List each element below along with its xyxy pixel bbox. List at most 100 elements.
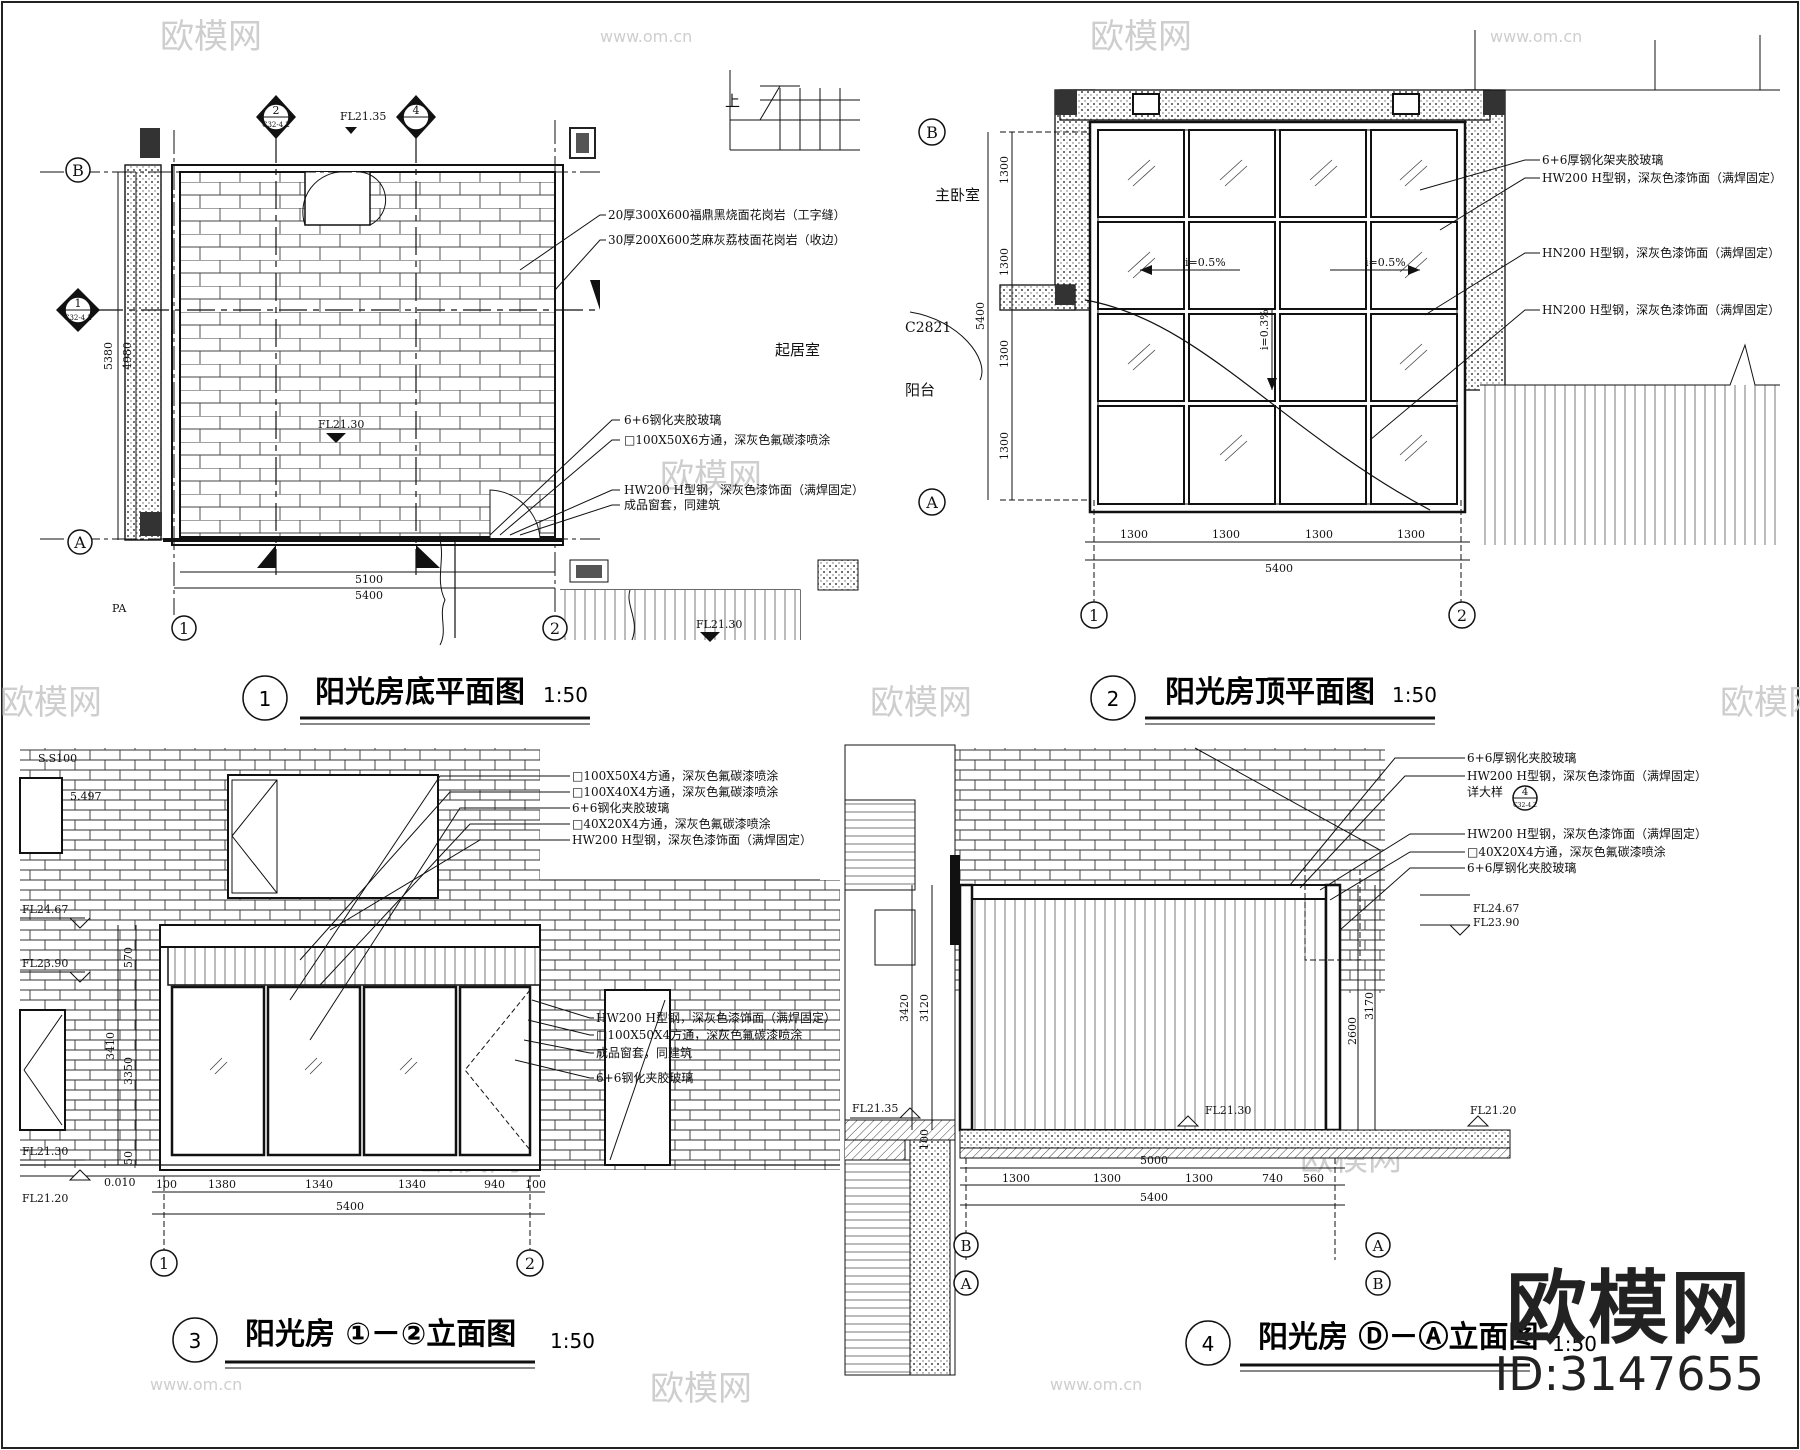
note: HW200 H型钢，深灰色漆饰面（满焊固定） [1467,768,1707,783]
svg-text:4: 4 [1522,787,1528,798]
dimension: 4980 [121,342,134,370]
dimension: 1300 [998,248,1011,276]
elevation-label: FL21.30 [318,418,364,431]
stair-up-label: 上 [725,92,740,110]
note: □100X50X4方通，深灰色氟碳漆喷涂 [596,1027,802,1042]
axis-bubble-B: B [953,1232,979,1258]
note: 6+6钢化夹胶玻璃 [624,412,721,427]
note: 30厚200X600芝麻灰荔枝面花岗岩（收边） [608,232,846,247]
note: HW200 H型钢，深灰色漆饰面（满焊固定） [624,482,864,497]
svg-text:C32-4.2: C32-4.2 [64,314,92,322]
dimension: 740 [1262,1172,1283,1185]
note: 6+6钢化夹胶玻璃 [596,1070,693,1085]
axis-bubble-A: A [1365,1232,1391,1258]
elevation-label: FL23.90 [22,957,68,970]
axis-bubble-B: B [1365,1270,1391,1296]
svg-text:C32-4.2: C32-4.2 [1513,802,1537,809]
svg-text:C32-4.2: C32-4.2 [262,121,290,129]
dimension: 1300 [1305,528,1333,541]
dimension: 1300 [998,156,1011,184]
panel-scale: 1:50 [1552,1332,1597,1356]
slope-label: i=0.3% [1258,309,1271,350]
svg-text:B: B [960,1237,971,1255]
stamp-id: ID:3147655 [1494,1347,1764,1402]
dimension: 50 [122,1151,135,1165]
dimension: 1300 [1397,528,1425,541]
dimension: 1300 [998,340,1011,368]
panel-title: 阳光房 Ⓓ－Ⓐ立面图 [1258,1320,1538,1355]
dimension: 5400 [1140,1191,1168,1204]
dimension: 5100 [355,573,383,586]
svg-text:2: 2 [273,104,280,117]
watermark-brand: 欧模网 [1090,17,1192,57]
panel-title: 阳光房顶平面图 [1165,675,1375,710]
dimension: 100 [918,1129,931,1150]
elevation-label: FL21.30 [1205,1104,1251,1117]
dimension: PA [112,602,127,615]
watermark-brand: 欧模网 [160,17,262,57]
watermark-url: www.om.cn [150,1375,242,1394]
note: HW200 H型钢，深灰色漆饰面（满焊固定） [572,832,812,847]
dimension: 940 [484,1178,505,1191]
watermark-brand: 欧模网 [660,457,762,497]
dimension: 1340 [305,1178,333,1191]
elevation-label: S.S100 [38,752,77,765]
panel-3-elevation: S.S100 5.497 FL24.67 FL23.90 FL21.30 FL2… [19,748,840,1369]
svg-text:1: 1 [179,619,189,638]
elevation-label: FL21.35 [852,1102,898,1115]
elevation-label: FL21.20 [1470,1104,1516,1117]
axis-bubble-A: A [953,1270,979,1296]
elevation-label: FL24.67 [22,903,68,916]
watermark-url: www.om.cn [1050,1375,1142,1394]
room-label: 主卧室 [935,186,980,204]
roof-glass-grid [1097,129,1458,505]
elevation-label: FL21.30 [696,618,742,631]
dimension: 5400 [974,302,987,330]
elevation-label: FL23.90 [1473,916,1519,929]
note: □40X20X4方通，深灰色氟碳漆喷涂 [1467,844,1666,859]
note: 详大样 [1467,784,1503,799]
stamp-brand: 欧模网 [1506,1262,1753,1356]
note: 成品窗套，同建筑 [624,497,720,512]
dimension: 1300 [1002,1172,1030,1185]
panel-number: 2 [1107,687,1120,711]
note: HN200 H型钢，深灰色漆饰面（满焊固定） [1542,302,1780,317]
svg-text:B: B [1372,1275,1383,1293]
dimension: 3350 [122,1057,135,1085]
note: □100X50X4方通，深灰色氟碳漆喷涂 [572,768,778,783]
panel-number: 1 [259,687,272,711]
panel-scale: 1:50 [1392,683,1437,707]
panel-2-roof-plan: i=0.5% i=0.5% i=0.3% 主卧室 阳台 C2821 B A 1 [905,30,1782,725]
panel-scale: 1:50 [550,1329,595,1353]
watermark-brand: 欧模网 [0,683,102,723]
axis-bubble-2: 2 [516,1249,544,1277]
granite-floor [179,171,556,538]
axis-bubble-1: 1 [171,615,197,641]
dimension: 100 [156,1178,177,1191]
slope-label: i=0.5% [1365,256,1406,269]
section-mark-2: 2 C32-4.2 [256,95,296,139]
dimension: 1380 [208,1178,236,1191]
panel-1-floor-plan: B A 1 2 2 C32-4.2 4 [40,70,864,725]
svg-text:B: B [926,123,938,142]
elevation-label: 5.497 [70,790,102,803]
svg-text:A: A [925,493,938,512]
svg-text:1: 1 [1089,606,1099,625]
dimension: 2600 [1346,1017,1359,1045]
dimension: 1300 [1093,1172,1121,1185]
detail-mark: 4 C32-4.2 [1512,785,1538,811]
svg-text:A: A [1372,1237,1384,1255]
elevation-label: FL21.20 [22,1192,68,1205]
panel-number: 3 [189,1329,202,1353]
svg-text:2: 2 [525,1254,535,1273]
axis-bubble-B: B [65,157,91,183]
watermark-url: www.om.cn [600,27,692,46]
dimension: 3170 [1363,992,1376,1020]
elevation-label: FL21.35 [340,110,386,123]
dimension: 1300 [1185,1172,1213,1185]
elevation-label: FL24.67 [1473,902,1519,915]
room-label: 阳台 [905,381,935,399]
source-stamp: 欧模网 ID:3147655 [1495,1269,1764,1400]
watermark-url: www.om.cn [1490,27,1582,46]
